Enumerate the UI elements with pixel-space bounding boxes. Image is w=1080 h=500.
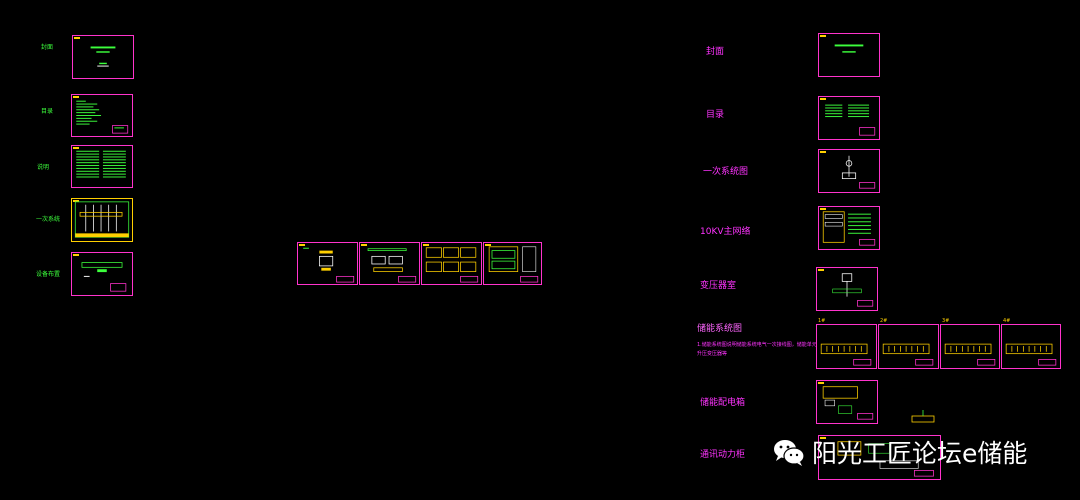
sheet-stamp xyxy=(820,98,826,100)
middle-sheet-1[interactable] xyxy=(297,242,358,285)
sheet-stamp xyxy=(299,244,305,246)
sheet-stamp xyxy=(423,244,429,246)
right-sheet-10kv-network[interactable] xyxy=(818,206,880,250)
left-sheet-cover[interactable] xyxy=(72,35,134,79)
sheet-stamp xyxy=(820,208,826,210)
loose-symbol xyxy=(911,410,935,423)
storage-tag-2: 2# xyxy=(880,318,888,324)
middle-sheet-2[interactable] xyxy=(359,242,420,285)
wechat-icon xyxy=(772,437,806,467)
sheet-drawing xyxy=(822,211,876,246)
sheet-stamp xyxy=(73,254,79,256)
sheet-drawing xyxy=(74,201,130,238)
watermark: 阳光工匠论坛e储能 xyxy=(772,434,1027,470)
sheet-stamp xyxy=(820,35,826,37)
sheet-drawing xyxy=(425,247,479,283)
right-sheet-comm-power-cabinet[interactable] xyxy=(818,435,941,480)
watermark-text: 阳光工匠论坛e储能 xyxy=(812,439,1028,468)
right-sheet-storage-1[interactable] xyxy=(816,324,877,369)
left-sheet-description[interactable] xyxy=(71,145,133,188)
storage-tag-1: 1# xyxy=(818,318,826,324)
right-label-comm-power-cabinet: 通讯动力柜 xyxy=(700,450,746,460)
sheet-stamp xyxy=(73,147,79,149)
sheet-drawing xyxy=(81,262,127,292)
left-label-description: 说明 xyxy=(37,164,50,171)
sheet-drawing xyxy=(76,150,126,178)
sheet-drawing xyxy=(367,248,417,283)
middle-sheet-4[interactable] xyxy=(483,242,542,285)
sheet-drawing xyxy=(1005,343,1057,366)
left-label-contents: 目录 xyxy=(41,108,54,115)
left-label-layout: 设备布置 xyxy=(36,271,61,278)
right-sheet-storage-3[interactable] xyxy=(940,324,1000,369)
right-sheet-cover[interactable] xyxy=(818,33,880,77)
sheet-drawing xyxy=(303,247,355,283)
middle-sheet-3[interactable] xyxy=(421,242,482,285)
right-sheet-transformer-room[interactable] xyxy=(816,267,878,311)
sheet-drawing xyxy=(882,343,934,366)
sheet-drawing xyxy=(841,155,876,189)
sheet-drawing xyxy=(488,246,539,283)
left-label-cover: 封面 xyxy=(41,44,54,51)
sheet-drawing xyxy=(837,441,934,477)
sheet-drawing xyxy=(944,343,996,366)
storage-tag-4: 4# xyxy=(1003,318,1011,324)
right-sheet-contents[interactable] xyxy=(818,96,880,140)
sheet-stamp xyxy=(820,437,826,439)
right-sheet-storage-4[interactable] xyxy=(1001,324,1061,369)
sheet-drawing xyxy=(822,386,874,420)
sheet-stamp xyxy=(361,244,367,246)
right-sheet-storage-2[interactable] xyxy=(878,324,939,369)
sheet-stamp xyxy=(820,151,826,153)
sheet-drawing xyxy=(832,273,874,307)
sheet-drawing xyxy=(820,343,872,366)
sheet-stamp xyxy=(73,200,79,202)
right-label-cover: 封面 xyxy=(706,47,725,57)
sheet-drawing xyxy=(825,104,876,136)
storage-system-note-line-2: 升压变压器等 xyxy=(697,351,728,357)
right-sheet-storage-distribution-box[interactable] xyxy=(816,380,878,424)
right-label-storage-distribution-box: 储能配电箱 xyxy=(700,398,746,408)
right-label-primary-diagram: 一次系统图 xyxy=(703,167,749,177)
right-label-storage-system: 储能系统图 xyxy=(697,324,743,334)
sheet-drawing xyxy=(90,46,116,67)
sheet-stamp xyxy=(485,244,491,246)
storage-tag-3: 3# xyxy=(942,318,950,324)
sheet-stamp xyxy=(818,269,824,271)
sheet-drawing xyxy=(76,100,129,134)
sheet-drawing xyxy=(834,44,864,53)
left-label-primary-system: 一次系统 xyxy=(36,216,61,223)
sheet-stamp xyxy=(74,37,80,39)
left-sheet-contents[interactable] xyxy=(71,94,133,137)
right-sheet-primary-diagram[interactable] xyxy=(818,149,880,193)
right-label-contents: 目录 xyxy=(706,110,725,120)
right-label-10kv-network: 10KV主网络 xyxy=(700,227,751,237)
right-label-transformer-room: 变压器室 xyxy=(700,281,737,291)
storage-system-note-line-1: 1.储能系统图说明储能系统电气一次接线图，储能单元组成，储能变流器， xyxy=(697,342,862,348)
sheet-stamp xyxy=(73,96,79,98)
left-sheet-primary-system[interactable] xyxy=(71,198,133,242)
sheet-stamp xyxy=(818,382,824,384)
left-sheet-layout[interactable] xyxy=(71,252,133,296)
